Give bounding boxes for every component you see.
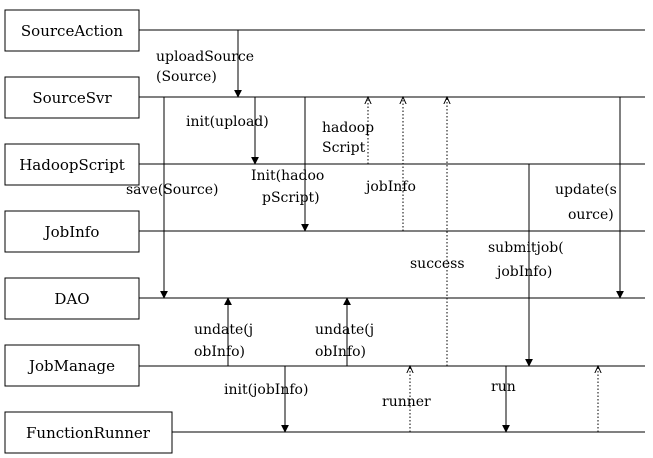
label-success: success — [410, 256, 465, 272]
label-undate-jobinfo-1b: obInfo) — [194, 344, 245, 360]
label-init-jobinfo: init(jobInfo) — [224, 382, 308, 398]
label-undate-jobinfo-2a: undate(j — [315, 322, 374, 338]
message-undate-jobinfo-2: undate(j obInfo) — [315, 297, 374, 366]
label-hadoopscript-2: Script — [322, 140, 366, 156]
message-run: run — [491, 366, 516, 433]
label-undate-jobinfo-1a: undate(j — [194, 322, 253, 338]
actor-label-sourcesvr: SourceSvr — [32, 89, 112, 107]
actor-hadoopscript: HadoopScript — [4, 143, 140, 186]
actor-jobinfo: JobInfo — [4, 210, 140, 253]
actor-functionrunner: FunctionRunner — [4, 411, 173, 454]
actor-sourcesvr: SourceSvr — [4, 76, 140, 119]
label-init-upload: init(upload) — [186, 114, 269, 130]
message-update-source: update(s ource) — [555, 97, 624, 299]
actor-label-dao: DAO — [54, 290, 89, 308]
label-submitjob-2: jobInfo) — [495, 264, 552, 280]
message-undate-jobinfo-1: undate(j obInfo) — [194, 297, 253, 366]
label-uploadsource: uploadSource — [156, 49, 254, 65]
actor-sourceaction: SourceAction — [4, 9, 140, 52]
message-success: success — [410, 97, 465, 366]
actor-jobmanage: JobManage — [4, 344, 140, 387]
label-runner: runner — [382, 394, 431, 410]
actor-label-functionrunner: FunctionRunner — [26, 424, 151, 442]
actor-label-jobinfo: JobInfo — [43, 223, 100, 241]
label-jobinfo-return: jobInfo — [364, 179, 416, 195]
message-jobinfo-return: jobInfo — [364, 97, 416, 231]
label-uploadsource-2: (Source) — [156, 69, 217, 85]
label-update-source-2: ource) — [568, 207, 614, 223]
label-submitjob-1: submitjob( — [488, 240, 564, 256]
message-hadoopscript-return: hadoop Script — [322, 97, 374, 164]
label-save-source: save(Source) — [126, 182, 219, 198]
message-submitjob: submitjob( jobInfo) — [488, 164, 564, 367]
label-update-source-1: update(s — [555, 182, 617, 198]
message-init-hadoopscript: Init(hadoo pScript) — [251, 97, 324, 232]
actor-label-jobmanage: JobManage — [27, 357, 115, 375]
label-init-hadoopscript-1: Init(hadoo — [251, 168, 324, 184]
actor-label-sourceaction: SourceAction — [21, 22, 124, 40]
actor-label-hadoopscript: HadoopScript — [19, 156, 125, 174]
label-undate-jobinfo-2b: obInfo) — [315, 344, 366, 360]
message-init-upload: init(upload) — [186, 97, 269, 165]
lifelines — [139, 29, 645, 433]
message-init-jobinfo: init(jobInfo) — [224, 366, 308, 433]
label-init-hadoopscript-2: pScript) — [262, 190, 320, 206]
message-uploadsource: uploadSource (Source) — [156, 30, 254, 98]
actor-dao: DAO — [4, 277, 140, 320]
label-run: run — [491, 379, 516, 395]
message-runner: runner — [382, 366, 431, 432]
label-hadoopscript-1: hadoop — [322, 120, 374, 136]
message-save-source: save(Source) — [126, 97, 219, 299]
